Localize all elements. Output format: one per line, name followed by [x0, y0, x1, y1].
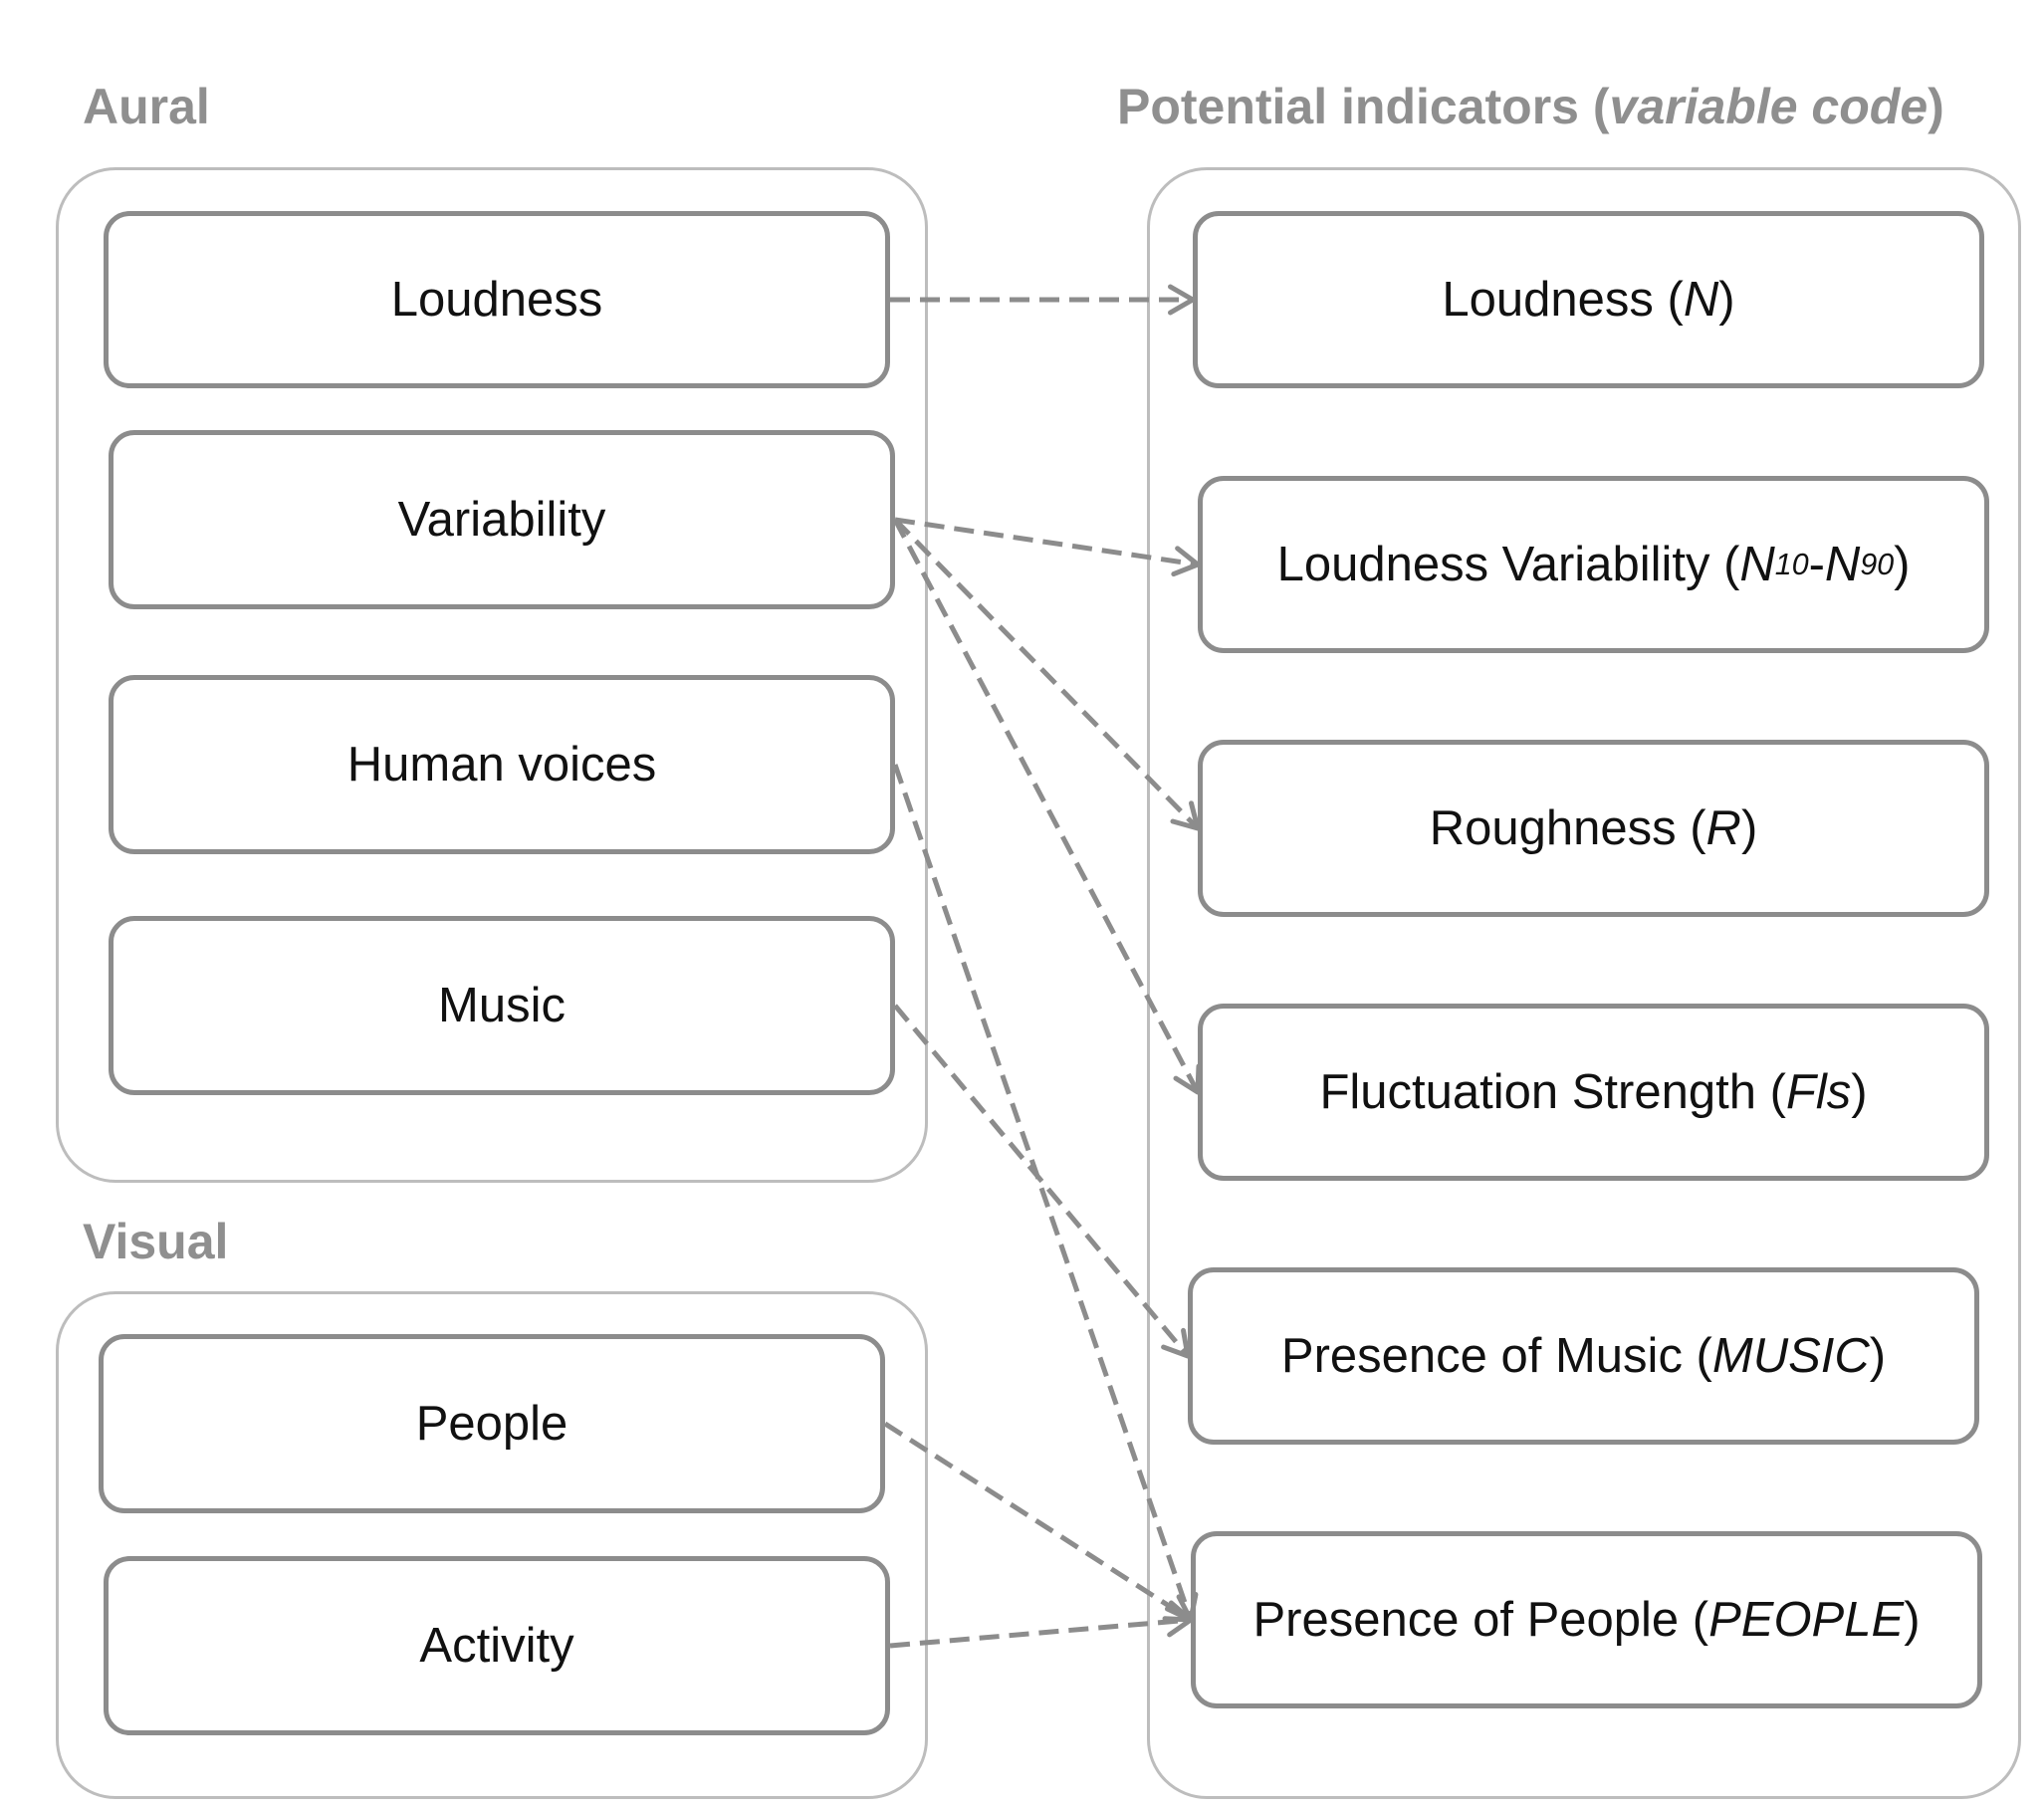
- indicator-fluctuation-strength-code: Fls: [1785, 1065, 1852, 1119]
- indicator-fluctuation-strength-label: Fluctuation Strength (: [1319, 1065, 1786, 1119]
- indicator-loudness: Loudness (N): [1193, 211, 1984, 388]
- factor-people: People: [99, 1334, 885, 1513]
- indicator-code-n-a: N: [1739, 538, 1775, 591]
- indicator-fluctuation-strength: Fluctuation Strength (Fls): [1198, 1004, 1989, 1181]
- indicators-title-italic: variable code: [1609, 79, 1929, 134]
- factor-loudness-label: Loudness: [390, 273, 603, 327]
- indicator-sub-10: 10: [1774, 547, 1809, 581]
- factor-loudness: Loudness: [104, 211, 890, 388]
- factor-variability-label: Variability: [397, 493, 606, 547]
- aural-group-title: Aural: [83, 79, 210, 134]
- indicator-presence-people: Presence of People (PEOPLE): [1191, 1531, 1982, 1708]
- edge-people-to-presence_people: [883, 1421, 1193, 1623]
- indicator-presence-music-label: Presence of Music (: [1280, 1329, 1712, 1383]
- edge-music-to-presence_music: [893, 1004, 1190, 1358]
- indicator-roughness-code: R: [1705, 801, 1741, 855]
- indicators-group-title: Potential indicators (variable code): [1117, 78, 1944, 135]
- indicator-loudness-end: ): [1718, 273, 1735, 327]
- indicator-dash: -: [1808, 538, 1825, 591]
- visual-group-title: Visual: [83, 1214, 229, 1269]
- indicator-presence-people-label: Presence of People (: [1252, 1593, 1709, 1647]
- factor-music: Music: [109, 916, 895, 1095]
- indicator-loudness-variability-label: Loudness Variability (: [1276, 538, 1740, 591]
- indicator-loudness-variability-end: ): [1894, 538, 1911, 591]
- indicators-title-main: Potential indicators (: [1117, 79, 1610, 134]
- indicator-presence-music-code: MUSIC: [1711, 1329, 1870, 1383]
- indicator-roughness-end: ): [1740, 801, 1758, 855]
- indicator-loudness-code: N: [1683, 273, 1719, 327]
- factor-music-label: Music: [438, 979, 566, 1032]
- indicator-code-n-b: N: [1824, 538, 1861, 591]
- factor-variability: Variability: [109, 430, 895, 609]
- indicator-fluctuation-strength-end: ): [1851, 1065, 1868, 1119]
- indicator-roughness-label: Roughness (: [1429, 801, 1706, 855]
- edge-activity-to-presence_people: [889, 1617, 1192, 1649]
- indicator-presence-people-end: ): [1904, 1593, 1921, 1647]
- factor-human-voices: Human voices: [109, 675, 895, 854]
- indicator-loudness-label: Loudness (: [1442, 273, 1684, 327]
- factor-activity-label: Activity: [419, 1619, 574, 1673]
- indicators-title-end: ): [1928, 79, 1944, 134]
- factor-activity: Activity: [104, 1556, 890, 1735]
- factor-human-voices-label: Human voices: [346, 738, 657, 791]
- factor-people-label: People: [415, 1397, 568, 1451]
- indicator-roughness: Roughness (R): [1198, 740, 1989, 917]
- indicator-presence-music: Presence of Music (MUSIC): [1188, 1267, 1979, 1445]
- indicator-presence-music-end: ): [1869, 1329, 1887, 1383]
- indicator-presence-people-code: PEOPLE: [1708, 1593, 1905, 1647]
- indicator-sub-90: 90: [1860, 547, 1895, 581]
